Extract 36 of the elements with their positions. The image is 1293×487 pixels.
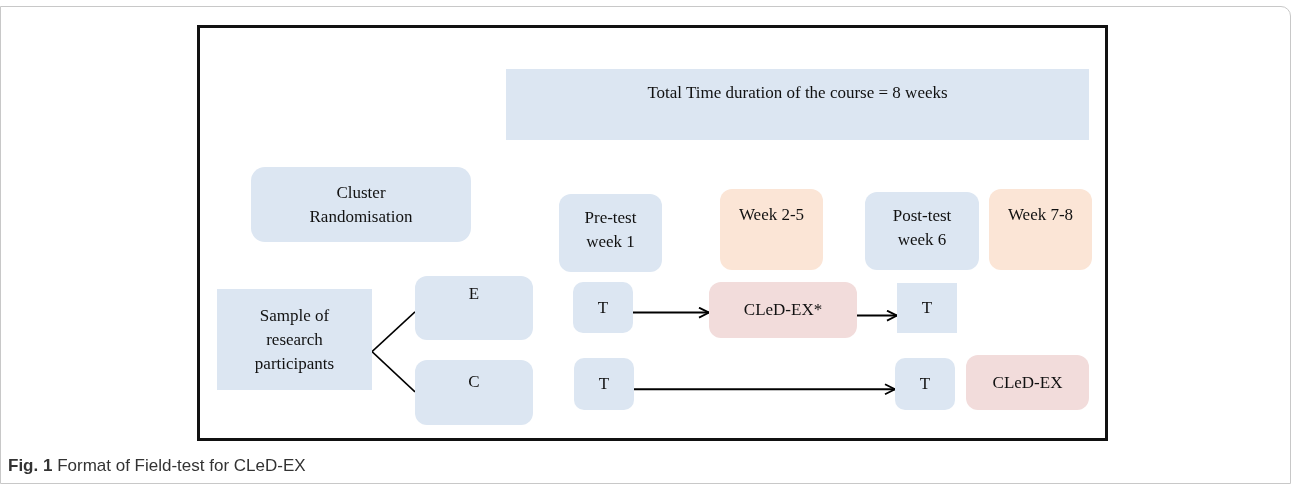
node-text: Cluster Randomisation bbox=[308, 181, 414, 228]
node-text: Week 7-8 bbox=[1007, 204, 1074, 226]
process-box bbox=[217, 289, 372, 390]
arrow bbox=[633, 383, 896, 396]
node-text: Total Time duration of the course = 8 weeks bbox=[647, 82, 948, 104]
process-box bbox=[415, 276, 533, 340]
process-box bbox=[506, 69, 1089, 140]
process-box bbox=[865, 192, 979, 270]
connector-line bbox=[371, 350, 416, 393]
node-text: Post-test week 6 bbox=[891, 205, 953, 251]
node-text: CLeD-EX bbox=[992, 371, 1063, 394]
node-text: T bbox=[921, 297, 933, 319]
process-box bbox=[251, 167, 471, 242]
process-box bbox=[559, 194, 662, 272]
node-text: E bbox=[468, 283, 480, 305]
week-box bbox=[720, 189, 823, 270]
node-text: Week 2-5 bbox=[738, 204, 805, 226]
program-box bbox=[709, 282, 857, 338]
process-box bbox=[415, 360, 533, 425]
node-text: C bbox=[468, 371, 480, 393]
process-box bbox=[574, 358, 634, 410]
week-box bbox=[989, 189, 1092, 270]
process-box bbox=[895, 358, 955, 410]
program-box bbox=[966, 355, 1089, 410]
arrow bbox=[632, 306, 710, 319]
node-text: T bbox=[598, 373, 610, 395]
node-text: Pre-test week 1 bbox=[583, 207, 638, 253]
arrow bbox=[856, 309, 898, 322]
node-text: T bbox=[597, 296, 609, 319]
connector-line bbox=[371, 311, 416, 353]
node-text: CLeD-EX* bbox=[743, 299, 823, 321]
process-box bbox=[573, 282, 633, 333]
figure-caption: Fig. 1 Format of Field-test for CLeD-EX bbox=[8, 456, 306, 476]
process-box bbox=[897, 283, 957, 333]
node-text: Sample of research participants bbox=[253, 304, 336, 375]
node-text: T bbox=[919, 373, 931, 395]
